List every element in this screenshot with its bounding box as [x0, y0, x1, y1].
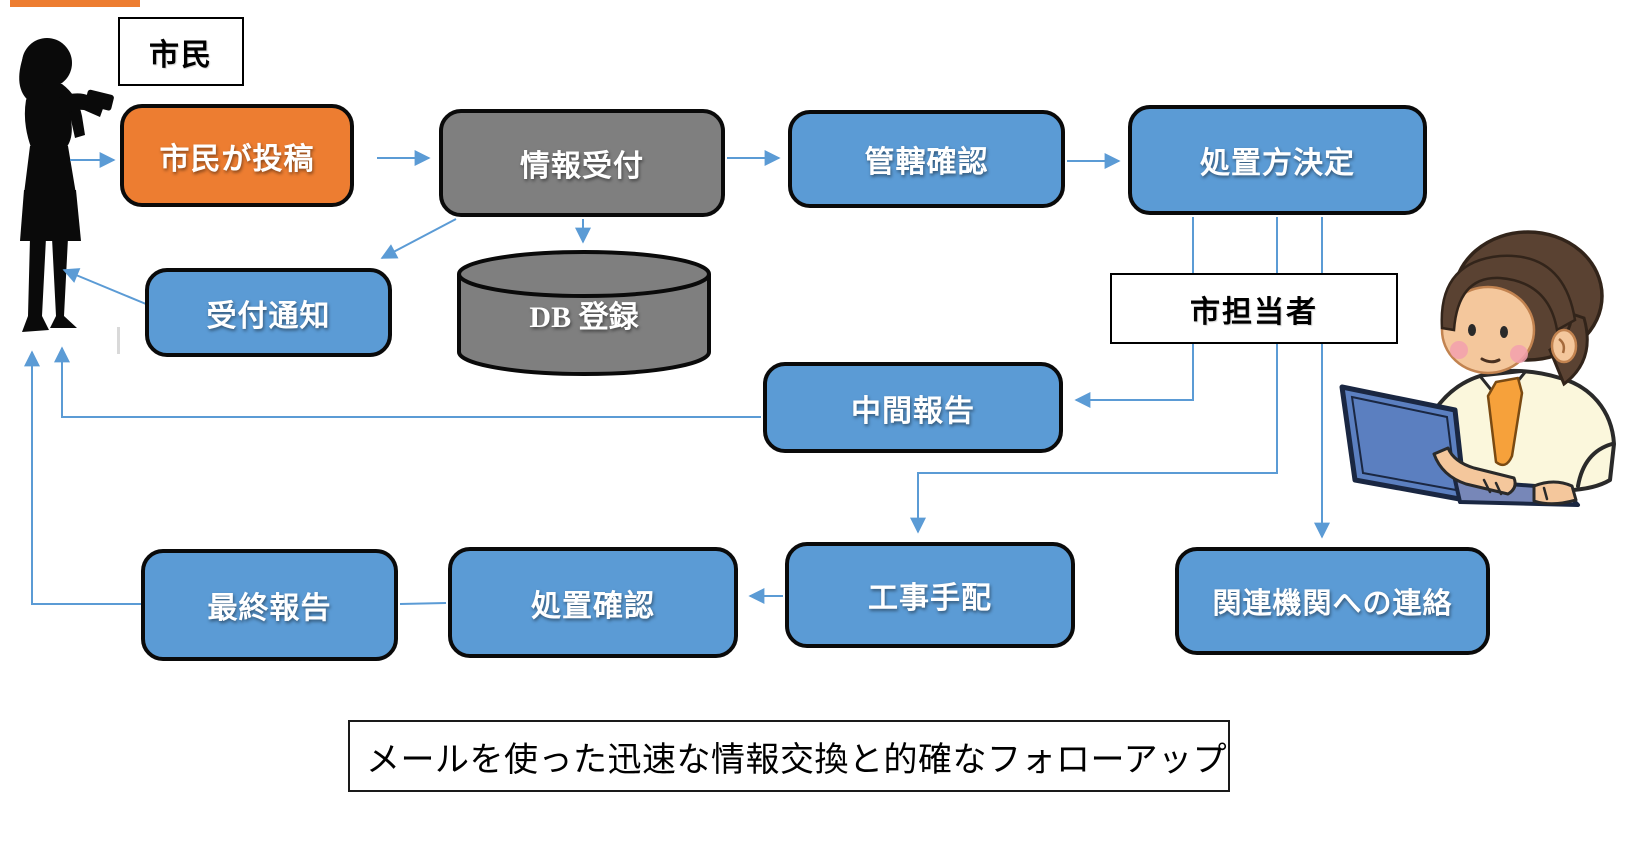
person-typing-laptop-icon: [1339, 230, 1616, 507]
node-db-registration-label: DB 登録: [529, 301, 639, 334]
node-citizen-post-label: 市民が投稿: [159, 142, 315, 176]
stray-gray-line: [117, 327, 120, 354]
node-reception-notice-label: 受付通知: [206, 299, 331, 333]
citizen-actor-label: 市民: [118, 17, 244, 86]
node-info-reception: 情報受付: [439, 109, 725, 217]
citizen-silhouette-image: [2, 36, 120, 346]
edge-notice-to-citizen: [62, 268, 147, 305]
node-treatment-decision-label: 処置方決定: [1200, 147, 1355, 180]
staff-at-laptop-image: [1338, 218, 1648, 508]
edge-decision-to-construction: [910, 217, 1278, 534]
node-related-orgs-contact-label: 関連機関への連絡: [1212, 588, 1453, 620]
node-treatment-confirm-label: 処置確認: [531, 589, 655, 623]
node-citizen-post: 市民が投稿: [120, 104, 354, 207]
edge-reception-to-notice: [380, 218, 457, 259]
node-interim-report-label: 中間報告: [851, 394, 975, 428]
staff-actor-label: 市担当者: [1110, 273, 1398, 344]
diagram-caption: メールを使った迅速な情報交換と的確なフォローアップ: [348, 720, 1230, 792]
node-info-reception-label: 情報受付: [520, 150, 644, 183]
node-final-report-label: 最終報告: [207, 592, 332, 625]
node-reception-notice: 受付通知: [145, 268, 392, 357]
database-cylinder-icon: [457, 250, 711, 376]
node-construction-arrange: 工事手配: [785, 542, 1075, 648]
citizen-actor-text: 市民: [149, 38, 213, 72]
node-treatment-decision: 処置方決定: [1128, 105, 1427, 215]
diagram-caption-text: メールを使った迅速な情報交換と的確なフォローアップ: [366, 740, 1228, 779]
node-construction-arrange-label: 工事手配: [868, 582, 992, 615]
node-treatment-confirm: 処置確認: [448, 547, 738, 658]
edge-interim-to-citizen: [54, 346, 761, 418]
node-final-report: 最終報告: [141, 549, 398, 661]
edge-confirm-to-final: [399, 602, 447, 605]
node-db-registration: DB 登録: [455, 248, 713, 378]
person-with-phone-icon: [19, 38, 114, 332]
staff-actor-text: 市担当者: [1190, 295, 1318, 329]
node-jurisdiction-check: 管轄確認: [788, 110, 1065, 208]
node-jurisdiction-check-label: 管轄確認: [864, 146, 989, 179]
node-interim-report: 中間報告: [763, 362, 1063, 453]
edge-final-to-citizen: [24, 350, 143, 605]
top-left-orange-strip: [10, 0, 140, 7]
node-related-orgs-contact: 関連機関への連絡: [1175, 547, 1490, 655]
